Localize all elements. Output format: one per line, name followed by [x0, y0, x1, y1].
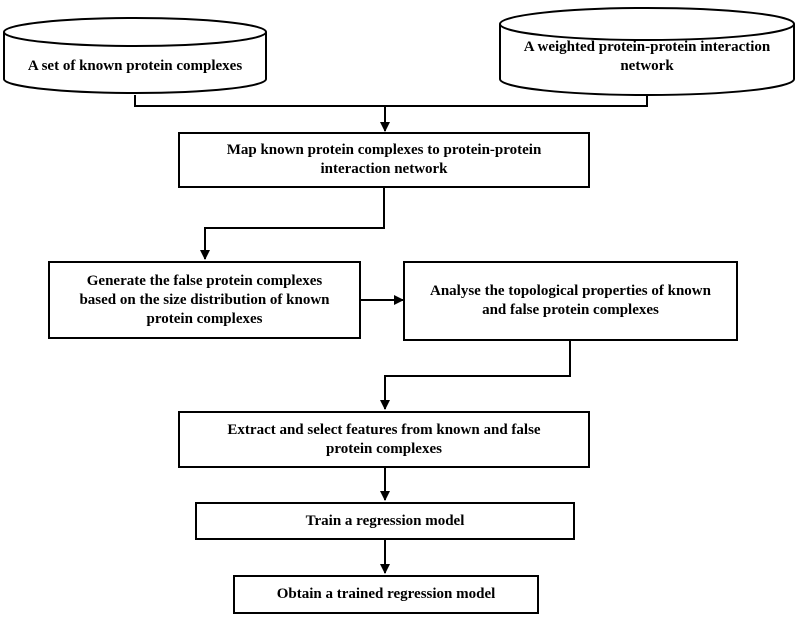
obtain-trained-model-step: Obtain a trained regression model: [233, 575, 539, 614]
map-complexes-step: Map known protein complexes to protein-p…: [178, 132, 590, 188]
known-complexes-database-shape: [3, 17, 267, 94]
arrow-map-to-generate-false: [200, 187, 385, 260]
train-regression-model-step: Train a regression model: [195, 502, 575, 540]
arrow-analyse-to-extract: [380, 340, 571, 410]
analyse-topological-properties-step: Analyse the topological properties of kn…: [403, 261, 738, 341]
extract-select-features-step: Extract and select features from known a…: [178, 411, 590, 468]
generate-false-complexes-step: Generate the false protein complexes bas…: [48, 261, 361, 339]
ppi-network-label: A weighted protein-protein interaction n…: [523, 39, 771, 74]
ppi-network-database-shape: [499, 7, 795, 96]
known-complexes-label: A set of known protein complexes: [27, 57, 243, 74]
connector-ppi-network-to-merge: [385, 95, 648, 107]
connector-known-complexes-to-merge: [134, 95, 385, 107]
